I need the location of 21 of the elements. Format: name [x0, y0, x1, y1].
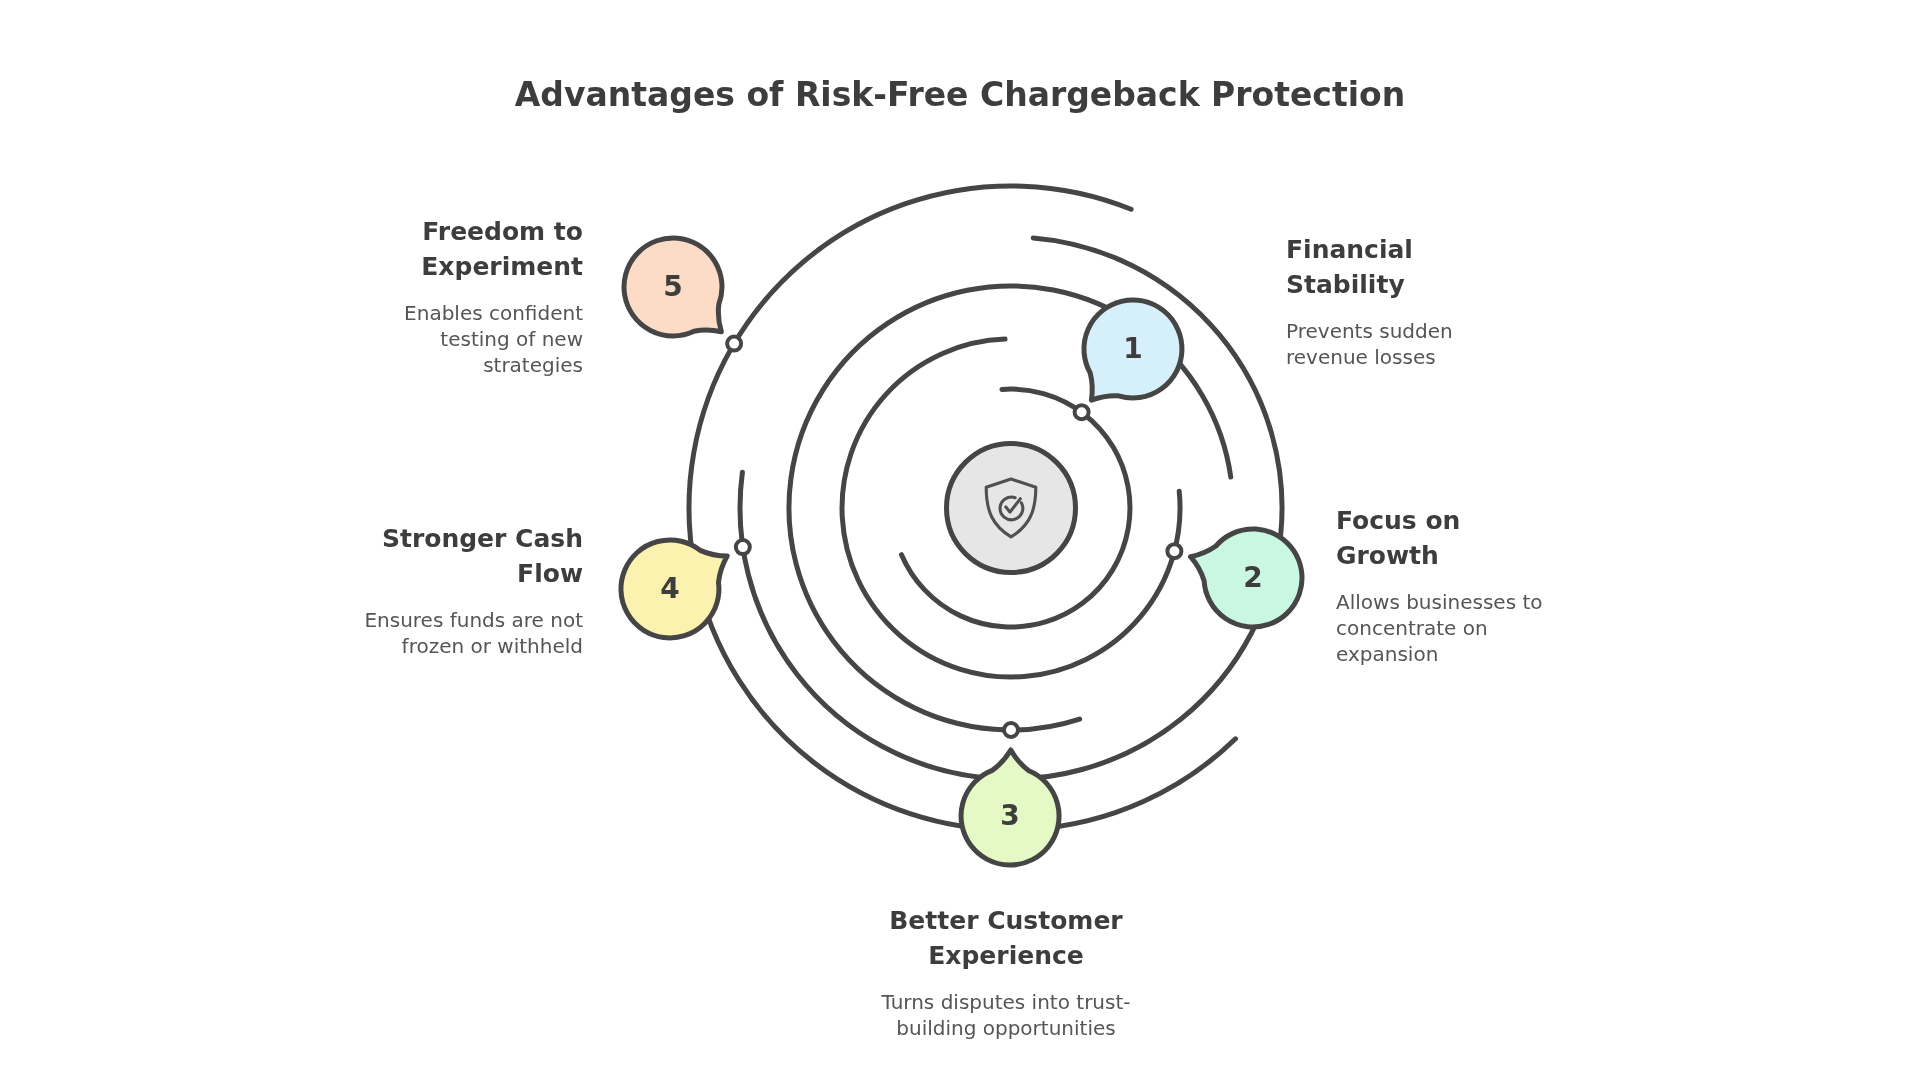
benefit-title: Focus on Growth [1336, 505, 1462, 572]
benefit-description: Prevents sudden revenue losses [1286, 318, 1454, 370]
benefit-title: Stronger Cash Flow [380, 523, 583, 590]
number-bubble [620, 234, 726, 340]
benefit-title: Financial Stability [1286, 234, 1414, 301]
benefit-description: Enables confident testing of new strategies [403, 300, 583, 378]
step-number: 1 [1123, 335, 1143, 363]
benefit-description: Turns disputes into trust-building opportunities [880, 989, 1132, 1041]
diagram-title: Advantages of Risk-Free Chargeback Protection [514, 74, 1406, 116]
step-number: 4 [660, 575, 680, 603]
number-bubble [1186, 525, 1306, 631]
step-number: 3 [1000, 802, 1020, 830]
benefit-description: Allows businesses to concentrate on expansion [1336, 589, 1544, 667]
benefit-title: Better Customer Experience [888, 905, 1124, 972]
step-number: 2 [1243, 564, 1263, 592]
number-bubble [1080, 296, 1186, 405]
number-bubble [957, 746, 1063, 869]
benefit-title: Freedom to Experiment [420, 216, 583, 283]
number-bubble [617, 536, 732, 642]
benefit-description: Ensures funds are not frozen or withheld [363, 607, 583, 659]
step-number: 5 [663, 273, 683, 301]
